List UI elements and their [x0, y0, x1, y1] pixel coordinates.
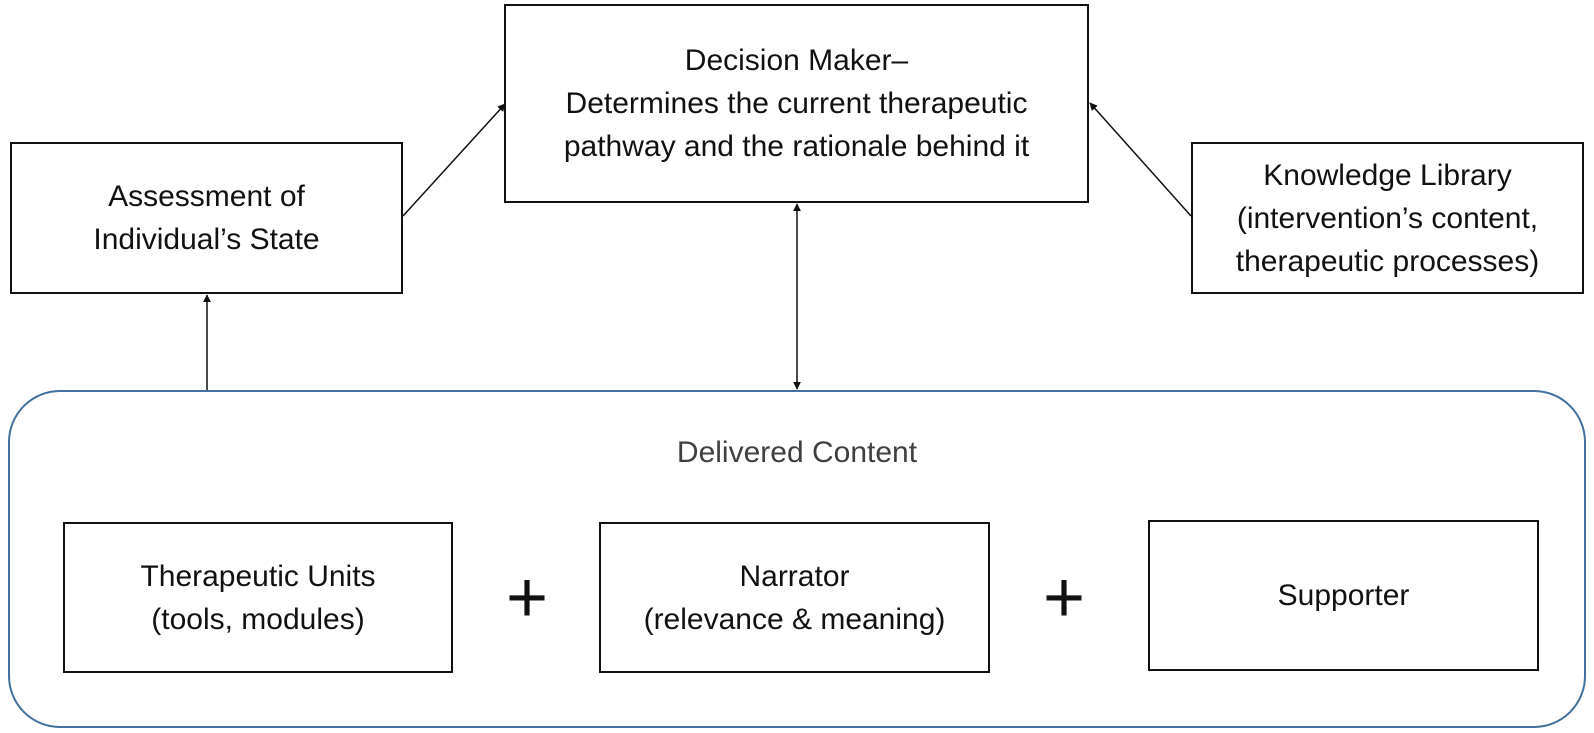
assessment-text: Assessment of Individual’s State	[93, 175, 319, 261]
decision-maker-title: Decision Maker–	[684, 44, 909, 77]
narrator-box: Narrator (relevance & meaning)	[599, 522, 990, 673]
knowledge-library-title: Knowledge Library	[1263, 158, 1512, 192]
supporter-title: Supporter	[1277, 579, 1410, 612]
decision-maker-description-line-1: Determines the current therapeutic	[565, 87, 1028, 120]
decision-maker-box: Decision Maker– Determines the current t…	[504, 4, 1089, 203]
knowledge-library-detail-line-1: (intervention’s content,	[1236, 201, 1539, 235]
assessment-line-2: Individual’s State	[93, 223, 320, 256]
narrator-detail: (relevance & meaning)	[643, 602, 946, 636]
therapeutic-units-text: Therapeutic Units (tools, modules)	[140, 555, 375, 641]
assessment-box: Assessment of Individual’s State	[10, 142, 403, 294]
decision-maker-text: Decision Maker– Determines the current t…	[564, 39, 1029, 168]
assessment-line-1: Assessment of	[108, 180, 305, 213]
decision-maker-description-line-2: pathway and the rationale behind it	[563, 130, 1030, 163]
knowledge-library-box: Knowledge Library (intervention’s conten…	[1191, 142, 1584, 294]
arrow-knowledge-library-to-decision-maker	[1089, 102, 1192, 217]
therapeutic-units-box: Therapeutic Units (tools, modules)	[63, 522, 453, 673]
supporter-box: Supporter	[1148, 520, 1539, 671]
knowledge-library-text: Knowledge Library (intervention’s conten…	[1236, 154, 1540, 283]
narrator-text: Narrator (relevance & meaning)	[644, 555, 946, 641]
therapeutic-units-detail: (tools, modules)	[151, 602, 365, 636]
knowledge-library-detail-line-2: therapeutic processes)	[1235, 244, 1540, 278]
plus-symbol: +	[1042, 558, 1086, 638]
plus-symbol: +	[505, 558, 549, 638]
supporter-text: Supporter	[1278, 574, 1410, 617]
narrator-title: Narrator	[739, 559, 850, 593]
delivered-content-title: Delivered Content	[676, 436, 918, 469]
therapeutic-units-title: Therapeutic Units	[140, 559, 376, 593]
arrow-assessment-to-decision-maker	[402, 103, 506, 217]
